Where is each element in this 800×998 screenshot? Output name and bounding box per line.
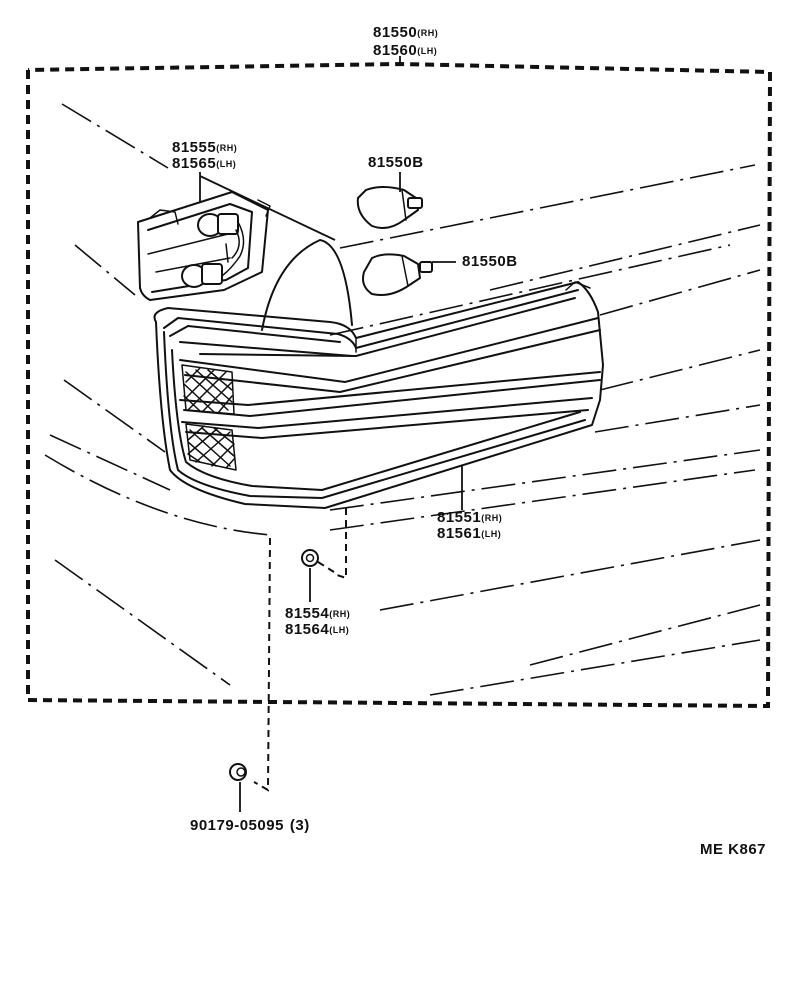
svg-text:81550(RH): 81550(RH) (373, 24, 438, 41)
lens-rh-tag: (RH) (481, 513, 502, 523)
svg-text:81551(RH): 81551(RH) (437, 509, 502, 526)
callout-socket: 81555(RH) 81565(LH) (172, 139, 237, 172)
callout-assembly: 81550(RH) 81560(LH) (373, 24, 438, 59)
nut-lh-tag: (LH) (329, 625, 349, 635)
lens-lh-number: 81561 (437, 525, 481, 542)
rear-lamp-lens (153, 281, 604, 509)
callout-clip: 90179-05095 (3) (190, 817, 310, 834)
clip-part-number: 90179-05095 (190, 817, 284, 834)
callout-nut: 81554(RH) 81564(LH) (285, 605, 350, 638)
lens-lh-tag: (LH) (481, 529, 501, 539)
bulb-socket-wiring (137, 191, 271, 301)
callout-bulb-lower: 81550B (462, 253, 518, 270)
assembly-rh-tag: (RH) (417, 28, 438, 38)
socket-lh-number: 81565 (172, 155, 216, 172)
reflector-pattern-lower (185, 423, 237, 471)
assembly-lh-tag: (LH) (417, 46, 437, 56)
nut-rh-number: 81554 (285, 605, 329, 622)
nut-rh-tag: (RH) (329, 609, 350, 619)
leader-lines (199, 172, 463, 812)
socket-lh-tag: (LH) (216, 159, 236, 169)
nut-lh-number: 81564 (285, 621, 329, 638)
svg-text:81555(RH): 81555(RH) (172, 139, 237, 156)
svg-text:81561(LH): 81561(LH) (437, 525, 501, 542)
callout-lens: 81551(RH) 81561(LH) (437, 509, 502, 542)
svg-text:81554(RH): 81554(RH) (285, 605, 350, 622)
clip-quantity: (3) (290, 817, 310, 834)
socket-rh-tag: (RH) (216, 143, 237, 153)
svg-text:81564(LH): 81564(LH) (285, 621, 349, 638)
assembly-lh-number: 81560 (373, 42, 417, 59)
bulb-upper-icon (356, 186, 423, 229)
assembly-rh-number: 81550 (373, 24, 417, 41)
callout-bulb-upper: 81550B (368, 154, 424, 171)
socket-rh-number: 81555 (172, 139, 216, 156)
clip-icon (229, 763, 247, 781)
svg-text:81560(LH): 81560(LH) (373, 42, 437, 59)
assembly-dashed-lines (253, 508, 347, 792)
bulb-lower-icon (362, 253, 433, 296)
nut-icon (301, 549, 319, 567)
lens-rh-number: 81551 (437, 509, 481, 526)
svg-text:81565(LH): 81565(LH) (172, 155, 236, 172)
diagram-code: ME K867 (700, 841, 766, 858)
assembly-boundary-frame (26, 61, 773, 709)
body-phantom-lines (44, 103, 761, 696)
lamp-housing-arc (261, 239, 353, 331)
reflector-pattern-upper (181, 364, 235, 415)
